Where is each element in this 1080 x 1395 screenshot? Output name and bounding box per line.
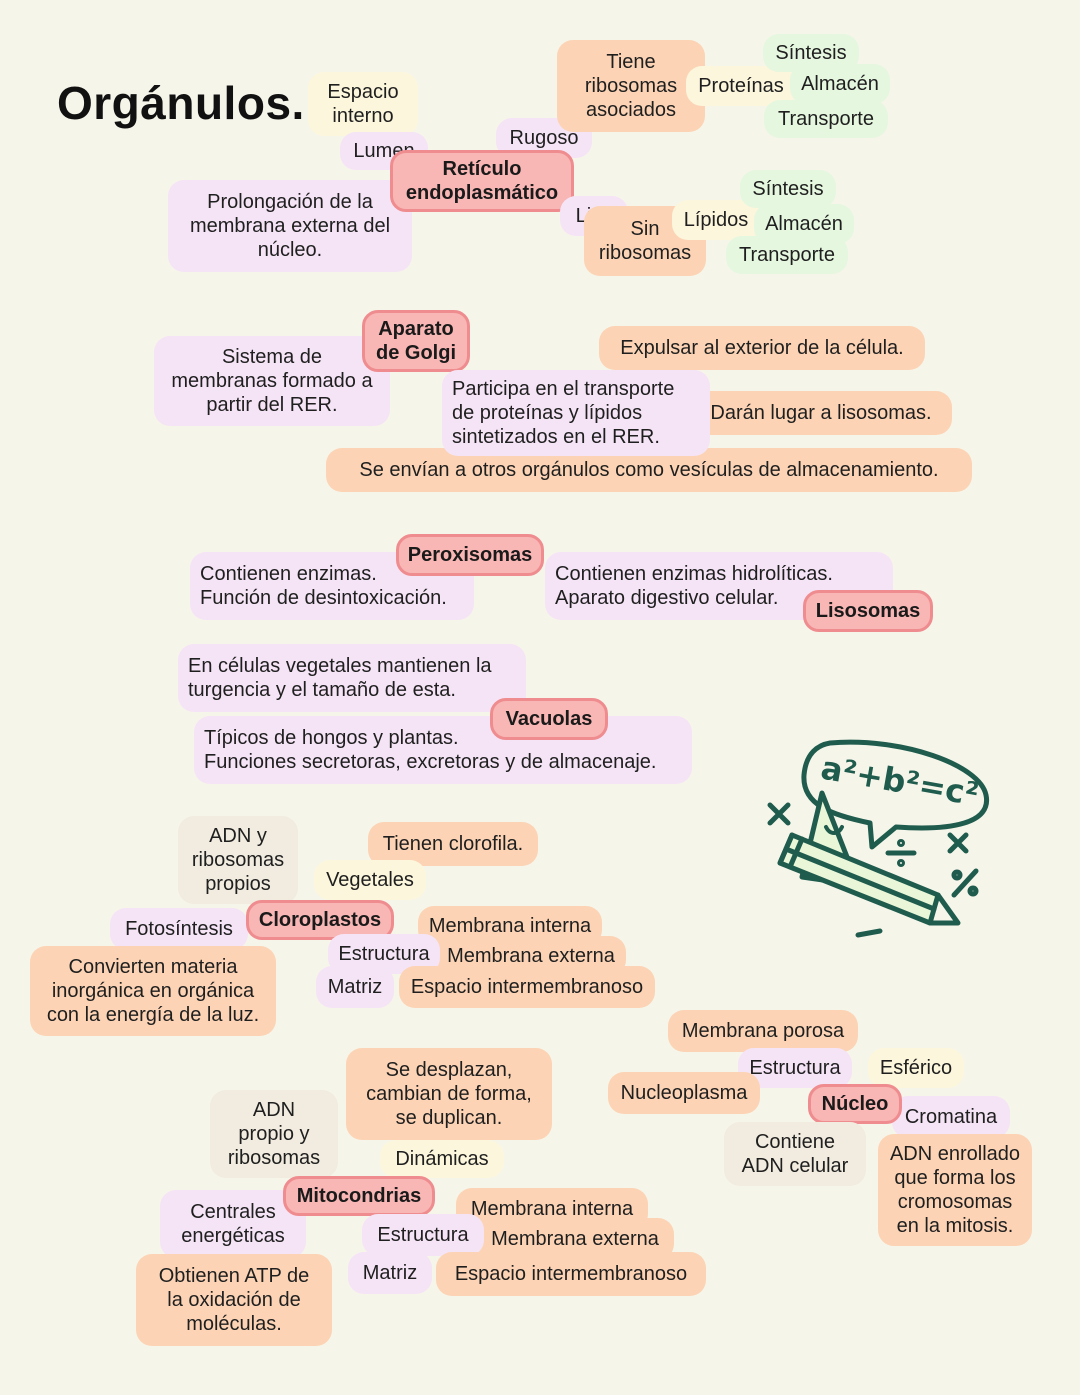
cloroplastos-espacio-node: Espacio intermembranoso <box>399 966 655 1008</box>
mitocondrias-matriz-node: Matriz <box>348 1252 432 1294</box>
liso-transporte-node: Transporte <box>726 236 848 274</box>
multiply-icon <box>767 802 791 826</box>
mitocondrias-adn-node: ADN propio y ribosomas <box>210 1090 338 1178</box>
espacio-interno-node: Espacio interno <box>308 72 418 136</box>
proteinas-node: Proteínas <box>686 66 796 106</box>
vacuolas-desc1-node: En células vegetales mantienen la turgen… <box>178 644 526 712</box>
golgi-participa-node: Participa en el transporte de proteínas … <box>442 370 710 456</box>
page-title: Orgánulos. <box>57 77 305 129</box>
golgi-lisosomas-node: Darán lugar a lisosomas. <box>690 391 952 435</box>
pencil-icon <box>777 832 961 938</box>
formula-bubble-icon <box>801 739 990 850</box>
golgi-sistema-node: Sistema de membranas formado a partir de… <box>154 336 390 426</box>
vacuolas-desc2-node: Típicos de hongos y plantas. Funciones s… <box>194 716 692 784</box>
fotosintesis-node: Fotosíntesis <box>110 908 248 950</box>
esferico-node: Esférico <box>868 1048 964 1088</box>
clorofila-node: Tienen clorofila. <box>368 822 538 866</box>
math-illustration: a²+b²=c² <box>767 739 990 938</box>
lipidos-node: Lípidos <box>672 200 760 240</box>
atp-node: Obtienen ATP de la oxidación de molécula… <box>136 1254 332 1346</box>
membrana-porosa-node: Membrana porosa <box>668 1010 858 1052</box>
nucleoplasma-node: Nucleoplasma <box>608 1072 760 1114</box>
multiply-icon-2 <box>947 832 969 854</box>
cloroplastos-node: Cloroplastos <box>246 900 394 940</box>
reticulo-endoplasmatico-node: Retículo endoplasmático <box>390 150 574 212</box>
adn-enrollado-node: ADN enrollado que forma los cromosomas e… <box>878 1134 1032 1246</box>
cloroplastos-matriz-node: Matriz <box>316 966 394 1008</box>
liso-sintesis-node: Síntesis <box>740 170 836 208</box>
golgi-expulsar-node: Expulsar al exterior de la célula. <box>599 326 925 370</box>
contiene-adn-node: Contiene ADN celular <box>724 1122 866 1186</box>
nucleo-node: Núcleo <box>808 1084 902 1124</box>
cromatina-node: Cromatina <box>892 1096 1010 1138</box>
mitocondrias-espacio-node: Espacio intermembranoso <box>436 1252 706 1296</box>
dinamicas-node: Dinámicas <box>380 1140 504 1178</box>
peroxisomas-desc-node: Contienen enzimas. Función de desintoxic… <box>190 552 474 620</box>
face-icon <box>824 825 844 835</box>
aparato-golgi-node: Aparato de Golgi <box>362 310 470 372</box>
vegetales-node: Vegetales <box>314 860 426 900</box>
mitocondrias-node: Mitocondrias <box>283 1176 435 1216</box>
mitocondrias-estructura-node: Estructura <box>362 1214 484 1256</box>
divide-icon <box>885 839 917 867</box>
golgi-otros-organulos-node: Se envían a otros orgánulos como vesícul… <box>326 448 972 492</box>
peroxisomas-node: Peroxisomas <box>396 534 544 576</box>
rugoso-transporte-node: Transporte <box>764 100 888 138</box>
vacuolas-node: Vacuolas <box>490 698 608 740</box>
lisosomas-node: Lisosomas <box>803 590 933 632</box>
tiene-ribosomas-node: Tiene ribosomas asociados <box>557 40 705 132</box>
cloroplastos-adn-node: ADN y ribosomas propios <box>178 816 298 904</box>
mitocondrias-desplazan-node: Se desplazan, cambian de forma, se dupli… <box>346 1048 552 1140</box>
rugoso-almacen-node: Almacén <box>790 64 890 104</box>
centrales-energeticas-node: Centrales energéticas <box>160 1190 306 1258</box>
nucleo-estructura-node: Estructura <box>738 1048 852 1088</box>
prolongacion-node: Prolongación de la membrana externa del … <box>168 180 412 272</box>
cloroplastos-convierten-node: Convierten materia inorgánica en orgánic… <box>30 946 276 1036</box>
percent-icon <box>951 868 979 898</box>
mitocondrias-membrana-interna-node: Membrana interna <box>456 1188 648 1230</box>
